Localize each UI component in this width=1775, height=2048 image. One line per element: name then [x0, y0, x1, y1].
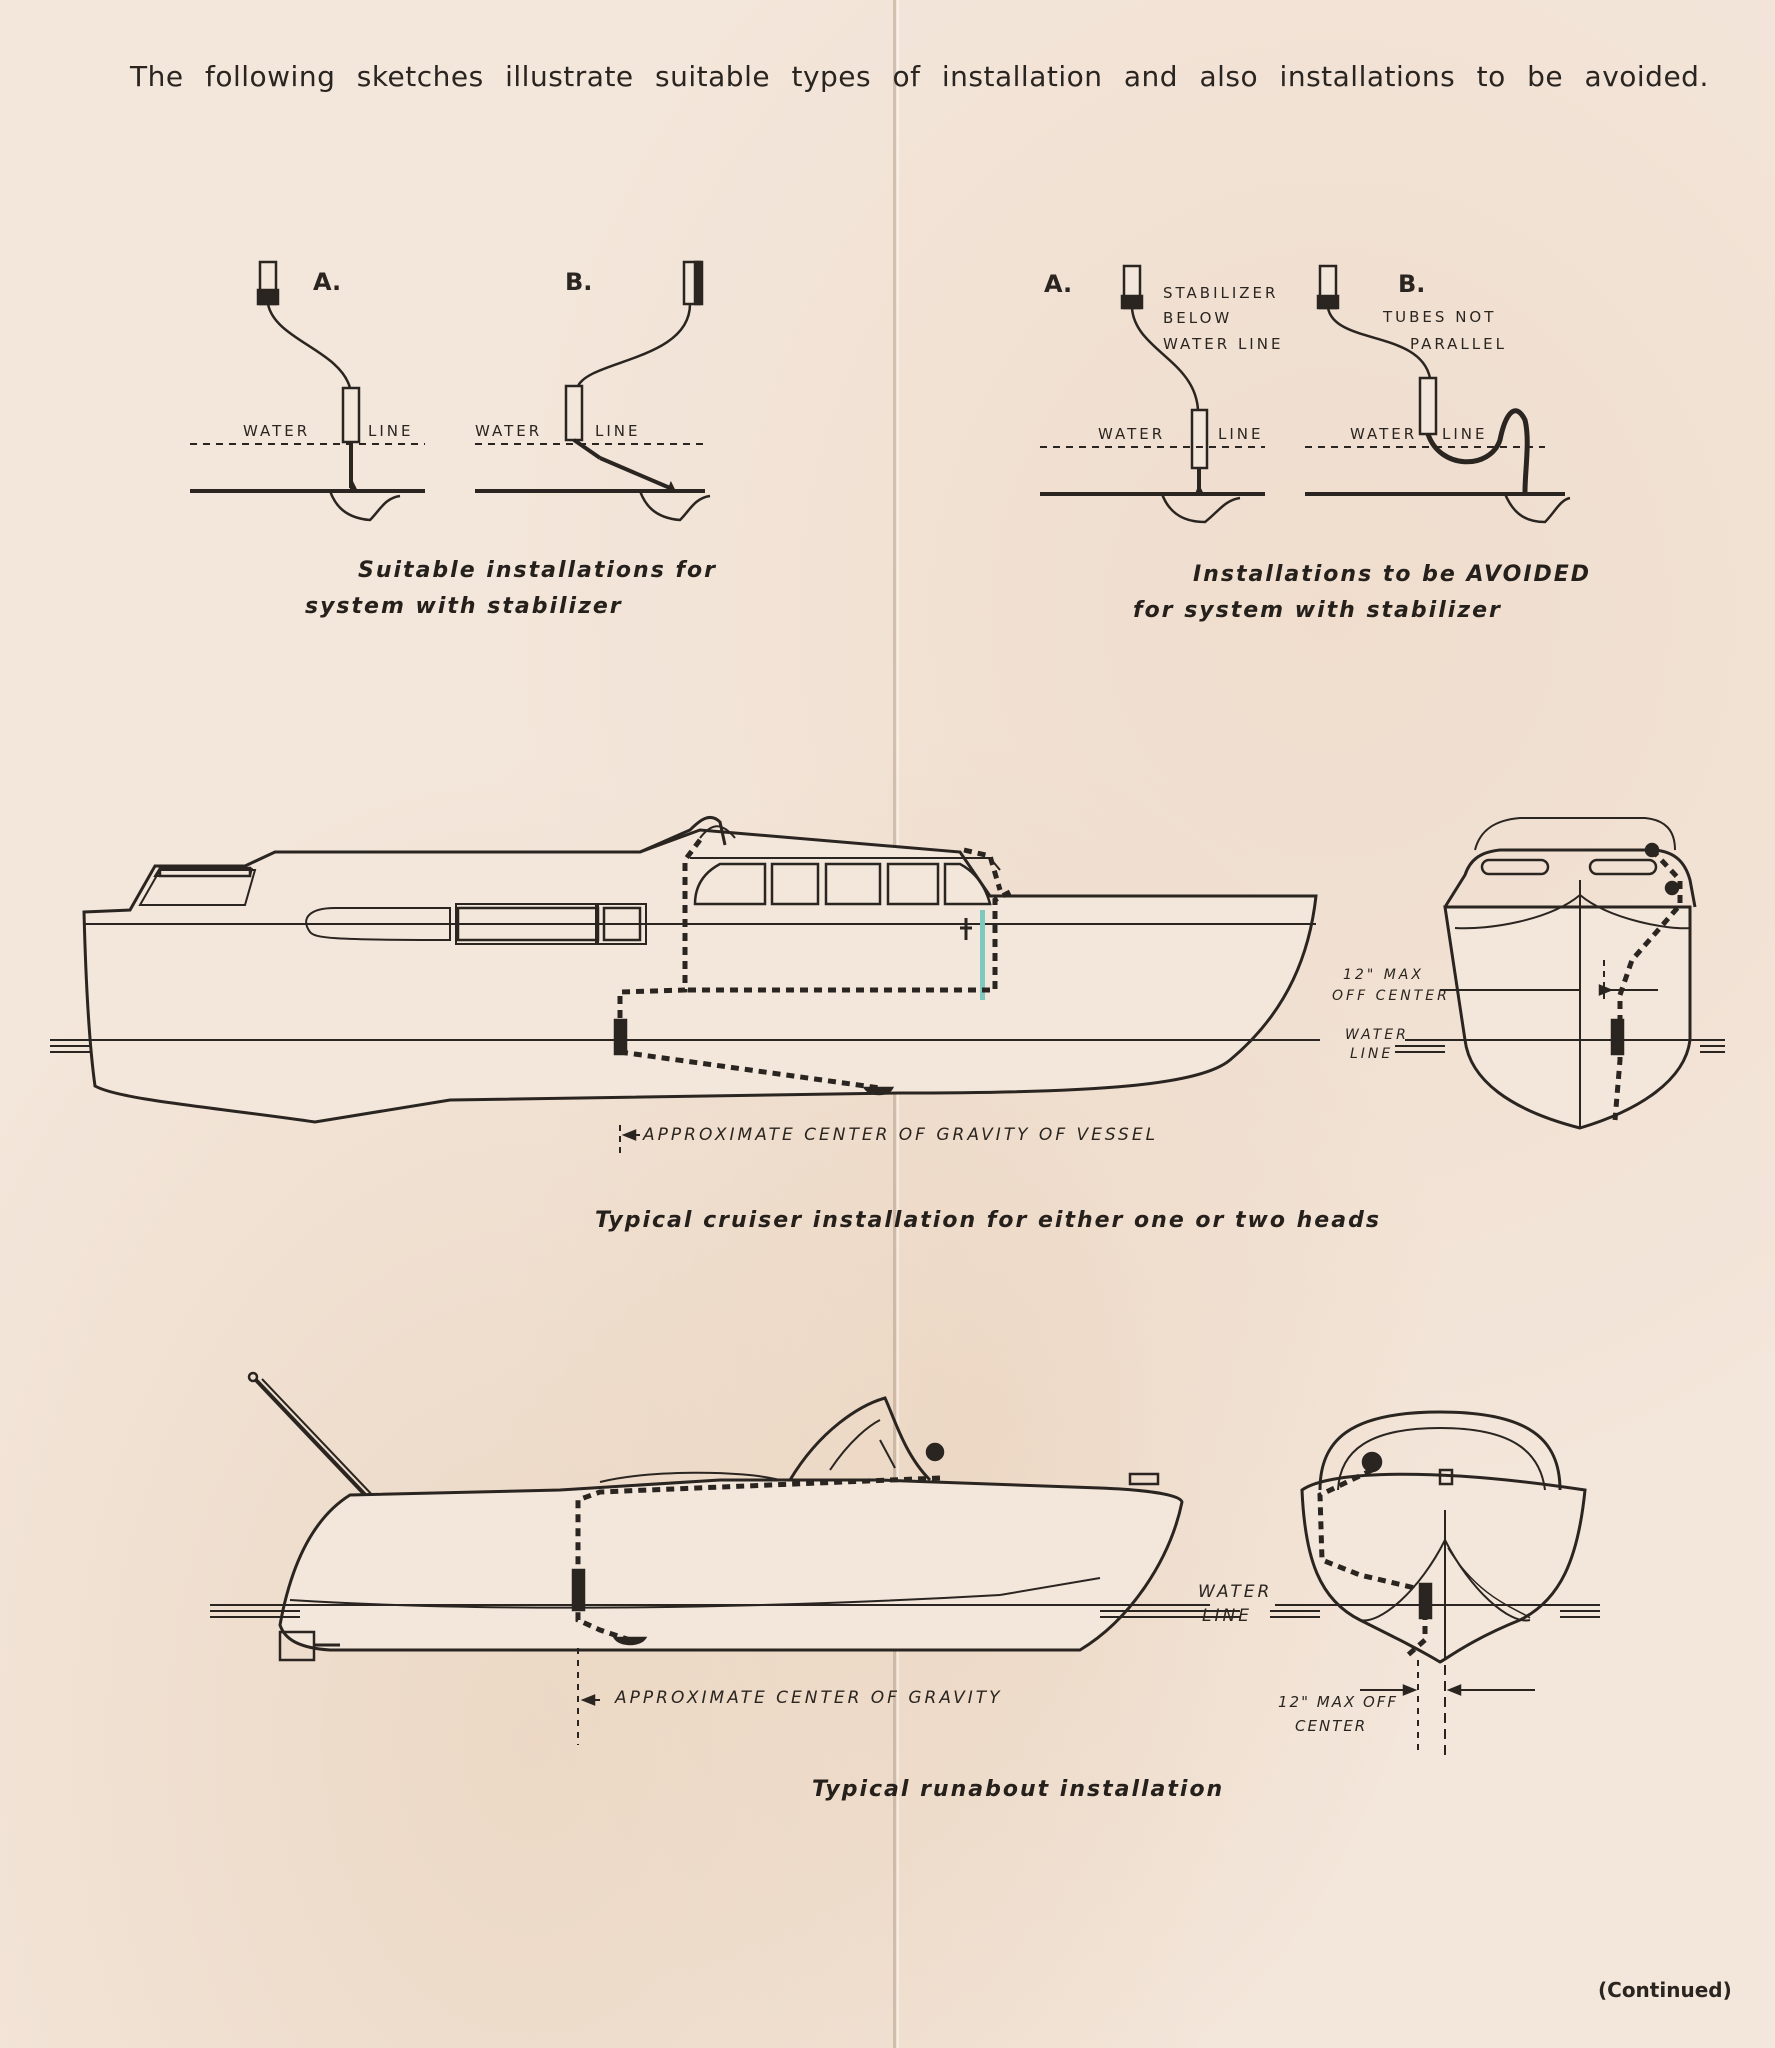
- runabout-side-view: [210, 1371, 1240, 1745]
- suitable-caption-line2: system with stabilizer: [305, 594, 623, 619]
- runabout-front-view: [1270, 1410, 1600, 1760]
- avoided-a-line: LINE: [1218, 425, 1264, 443]
- avoided-caption-line2: for system with stabilizer: [1133, 598, 1502, 623]
- avoided-b-note-2: PARALLEL: [1410, 335, 1507, 353]
- avoided-a-sketch: [1040, 264, 1265, 524]
- runabout-line: LINE: [1202, 1606, 1252, 1626]
- avoided-b-line: LINE: [1442, 425, 1488, 443]
- cruiser-water: WATER: [1345, 1027, 1409, 1043]
- suitable-a-water: WATER: [243, 422, 311, 440]
- cruiser-cg-label: APPROXIMATE CENTER OF GRAVITY OF VESSEL: [643, 1125, 1159, 1145]
- runabout-cg-label: APPROXIMATE CENTER OF GRAVITY: [615, 1688, 1003, 1708]
- cruiser-line: LINE: [1350, 1046, 1394, 1062]
- cruiser-max-off-2: OFF CENTER: [1332, 988, 1450, 1004]
- avoided-a-water: WATER: [1098, 425, 1166, 443]
- suitable-a-label: A.: [313, 268, 342, 296]
- avoided-b-note-1: TUBES NOT: [1383, 308, 1497, 326]
- avoided-a-note-2: BELOW: [1163, 309, 1233, 327]
- continued-label: (Continued): [1598, 1978, 1732, 2002]
- avoided-a-note-3: WATER LINE: [1163, 335, 1284, 353]
- avoided-b-water: WATER: [1350, 425, 1418, 443]
- runabout-max-off-2: CENTER: [1295, 1717, 1368, 1735]
- cruiser-caption: Typical cruiser installation for either …: [595, 1208, 1381, 1233]
- runabout-caption: Typical runabout installation: [812, 1777, 1225, 1802]
- suitable-a-sketch: [190, 260, 425, 522]
- cruiser-front-view: [1395, 817, 1725, 1130]
- avoided-b-label: B.: [1398, 270, 1426, 298]
- suitable-b-line: LINE: [595, 422, 641, 440]
- cruiser-max-off-1: 12" MAX: [1343, 967, 1424, 983]
- suitable-b-water: WATER: [475, 422, 543, 440]
- avoided-caption-line1: Installations to be AVOIDED: [1193, 562, 1592, 587]
- avoided-a-note-1: STABILIZER: [1163, 284, 1279, 302]
- intro-text: The following sketches illustrate suitab…: [130, 60, 1709, 93]
- avoided-b-sketch: [1305, 264, 1571, 524]
- suitable-b-label: B.: [565, 268, 593, 296]
- suitable-b-sketch: [475, 260, 711, 522]
- runabout-water: WATER: [1198, 1582, 1273, 1602]
- cruiser-side-view: [50, 816, 1320, 1155]
- suitable-caption-line1: Suitable installations for: [358, 558, 717, 583]
- avoided-a-label: A.: [1044, 270, 1073, 298]
- runabout-max-off-1: 12" MAX OFF: [1278, 1693, 1399, 1711]
- suitable-a-line: LINE: [368, 422, 414, 440]
